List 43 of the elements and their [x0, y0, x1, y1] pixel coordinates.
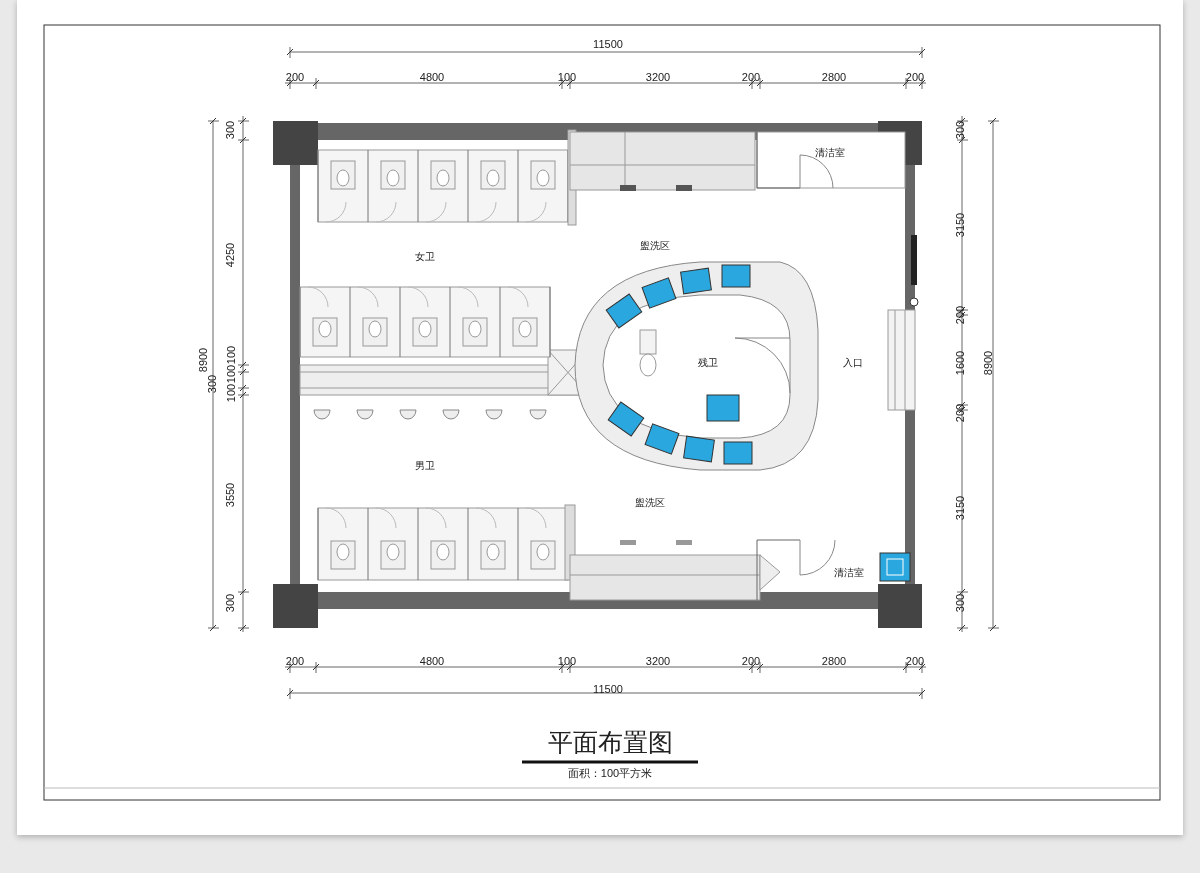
- dimension-text: 4250: [224, 242, 236, 268]
- dimension-text: 2800: [821, 655, 847, 667]
- dimension-text: 3200: [645, 655, 671, 667]
- dimension-text: 200: [285, 655, 305, 667]
- dimension-text: 200: [954, 305, 966, 325]
- dimension-text: 4800: [419, 655, 445, 667]
- dimension-text: 300: [224, 593, 236, 613]
- dimension-text: 3150: [954, 495, 966, 521]
- dimension-text: 200: [741, 71, 761, 83]
- room-label: 女卫: [415, 252, 435, 262]
- room-label: 男卫: [415, 461, 435, 471]
- dimension-text: 100: [225, 364, 237, 384]
- dimension-text: 300: [224, 120, 236, 140]
- dimension-text: 4800: [419, 71, 445, 83]
- area-note: 面积：100平方米: [567, 767, 653, 779]
- dimension-text: 11500: [593, 683, 623, 695]
- dimension-text: 3150: [954, 212, 966, 238]
- dimension-text: 200: [741, 655, 761, 667]
- dimension-text: 3200: [645, 71, 671, 83]
- dimension-text: 8900: [982, 350, 994, 376]
- dimension-text: 300: [206, 374, 218, 394]
- dimension-text: 300: [954, 593, 966, 613]
- dimension-text: 200: [285, 71, 305, 83]
- dimension-text: 100: [225, 383, 237, 403]
- room-label: 盥洗区: [635, 498, 665, 508]
- dimension-text: 200: [905, 655, 925, 667]
- dimension-text: 200: [954, 403, 966, 423]
- dimension-text: 100: [557, 71, 577, 83]
- dimension-text: 2800: [821, 71, 847, 83]
- dimension-text: 11500: [593, 38, 623, 50]
- room-label: 盥洗区: [640, 241, 670, 251]
- dimension-text: 3550: [224, 482, 236, 508]
- room-label: 入口: [843, 358, 863, 368]
- dimension-text: 8900: [197, 347, 209, 373]
- dimension-text: 200: [905, 71, 925, 83]
- dimension-text: 100: [557, 655, 577, 667]
- dimension-text: 1600: [954, 350, 966, 376]
- room-label: 残卫: [698, 358, 718, 368]
- room-label: 清洁室: [815, 148, 845, 158]
- drawing-title: 平面布置图: [547, 729, 673, 755]
- dimension-text: 300: [954, 120, 966, 140]
- room-label: 清洁室: [834, 568, 864, 578]
- dimension-text: 100: [225, 345, 237, 365]
